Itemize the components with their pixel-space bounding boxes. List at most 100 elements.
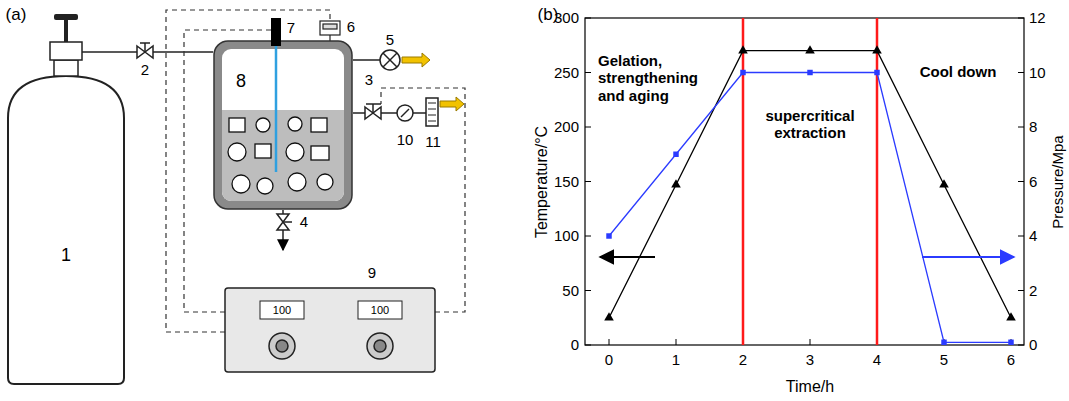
callout-number: 8 [236, 72, 246, 92]
sample-pellet [286, 143, 304, 161]
axis-pointer [600, 256, 655, 258]
axis-tick: 4 [873, 351, 881, 368]
pipe [413, 112, 426, 114]
meter-needle [401, 109, 409, 117]
valve [137, 43, 153, 58]
callout-number: 1 [61, 246, 71, 266]
pipe [353, 112, 365, 114]
valve-mark [383, 53, 397, 67]
control-wire [381, 88, 465, 312]
sample-pellet [232, 175, 250, 193]
gas-cylinder: 1 [4, 6, 128, 386]
knob [367, 333, 393, 359]
valve-body [277, 214, 289, 230]
callout-number: 10 [397, 131, 414, 148]
drain-valve [277, 210, 292, 250]
drain-arrow [282, 230, 284, 250]
temperature-controller [225, 288, 435, 372]
temperature-marker [1006, 312, 1016, 320]
sample-pellet [288, 173, 306, 191]
controller-box [225, 288, 435, 372]
tick [585, 127, 591, 128]
flowmeter-scale [428, 121, 436, 122]
stage-annotation: Cool down [920, 63, 997, 80]
display-reading: 100 [371, 304, 389, 317]
sample-pellet [228, 143, 246, 161]
autoclave-vessel-outline [213, 40, 353, 210]
axis-title: Time/h [786, 378, 834, 396]
cylinder-body [8, 76, 124, 384]
callout-number: 7 [287, 19, 295, 36]
pressure-curve [609, 73, 1011, 343]
thermocouple-head [271, 18, 281, 46]
valve-stem [144, 43, 146, 52]
axis-tick: 0 [571, 336, 579, 353]
valve-body [137, 46, 153, 58]
tick [609, 339, 610, 345]
stage-annotation: supercritical extraction [751, 107, 869, 142]
tick [585, 345, 591, 346]
pressure-marker [941, 340, 946, 345]
valve-handle [140, 42, 150, 44]
temperature-curve [609, 51, 1011, 318]
sample-block [229, 118, 245, 132]
flowmeter-scale [428, 109, 436, 110]
tick [585, 181, 591, 182]
pressure-marker [673, 152, 678, 157]
pipe [353, 59, 380, 61]
stage-divider [742, 18, 745, 345]
axis-tick: 150 [554, 173, 579, 190]
callout-number: 5 [386, 31, 394, 48]
sample-pellet [256, 118, 270, 132]
tick [1018, 345, 1024, 346]
sample-pellet [288, 117, 302, 131]
autoclave-vessel: 8 [213, 40, 353, 210]
axis-tick: 1 [672, 351, 680, 368]
gauge-box [320, 21, 340, 35]
tick [1018, 290, 1024, 291]
temperature-marker [671, 179, 681, 187]
tick [585, 18, 591, 19]
axis-tick: 5 [940, 351, 948, 368]
axis-tick: 2 [739, 351, 747, 368]
axis-tick: 2 [1029, 282, 1037, 299]
axis-tick: 6 [1029, 173, 1037, 190]
callout-number: 2 [141, 61, 149, 78]
flowmeter-scale [428, 103, 436, 104]
tick [585, 290, 591, 291]
panel-label: (a) [6, 5, 27, 25]
gauge-tube [329, 35, 330, 41]
axis-tick: 10 [1029, 64, 1046, 81]
axis-tick: 250 [554, 64, 579, 81]
display [358, 301, 402, 319]
pressure-meter [397, 105, 413, 121]
stage-annotation: Gelation, strengthening and aging [598, 52, 722, 104]
knob [276, 340, 288, 352]
pressure-gauge [320, 21, 340, 41]
cylinder-neck [54, 60, 78, 76]
vessel-wall [214, 41, 352, 209]
plot-frame [585, 18, 1024, 345]
knob [269, 333, 295, 359]
axis-tick: 8 [1029, 118, 1037, 135]
tick [676, 339, 677, 345]
thermocouple [275, 46, 278, 172]
axis-tick: 12 [1029, 9, 1046, 26]
control-wire [166, 10, 465, 332]
sampling-line [353, 97, 464, 126]
tick [1018, 236, 1024, 237]
pipe [381, 112, 397, 114]
axis-tick: 3 [806, 351, 814, 368]
tick [1018, 127, 1024, 128]
callout-number: 11 [425, 133, 441, 150]
temperature-marker [872, 45, 882, 53]
flow-arrow [402, 53, 430, 67]
stage-divider [876, 18, 879, 345]
pressure-marker [807, 70, 812, 75]
tick [585, 72, 591, 73]
gauge-screen [323, 24, 337, 29]
valve-handle [283, 221, 292, 223]
valve-handle [366, 103, 381, 105]
axis-tick: 100 [554, 227, 579, 244]
